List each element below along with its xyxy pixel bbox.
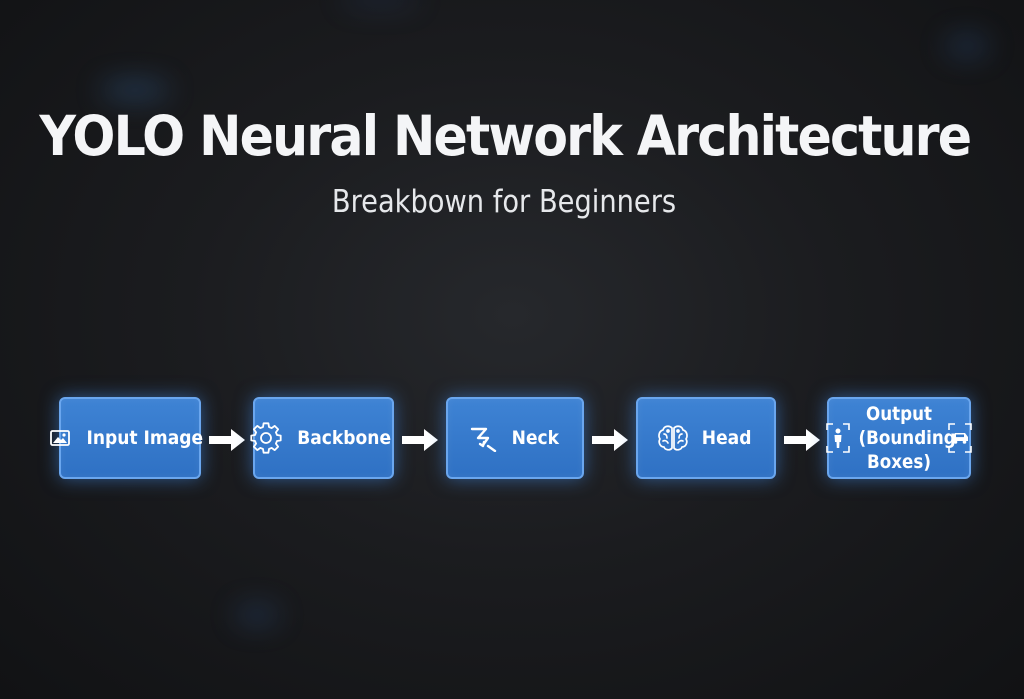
right-arrow-icon [402,429,438,451]
flow-node-head: Head [636,397,776,479]
flow-node-label: Output (Bounding Boxes) [858,403,956,473]
brain-icon [657,424,689,452]
bokeh-light [235,606,279,624]
page-subtitle: Breakbown for Beginners [331,184,677,220]
bokeh-light [340,0,420,6]
right-arrow-icon [784,429,820,451]
bokeh-light [945,35,989,57]
page-title: YOLO Neural Network Architecture [39,104,972,168]
car-bounding-box-icon [947,422,973,454]
gear-icon [250,422,282,454]
right-arrow-icon [209,429,245,451]
zigzag-arrow-icon [469,424,499,452]
flow-node-label: Input Image [86,427,204,449]
person-bounding-box-icon [825,422,851,454]
right-arrow-icon [592,429,628,451]
flow-node-output: Output (Bounding Boxes) [825,397,973,479]
bokeh-light [100,82,170,98]
flow-node-label: Neck [511,427,559,449]
image-icon [50,430,71,446]
flow-node-backbone: Backbone [250,397,394,479]
flow-node-label: Backbone [297,427,392,449]
flow-node-input-image: Input Image [50,397,204,479]
flow-node-label: Head [702,427,752,449]
flow-node-neck: Neck [446,397,584,479]
